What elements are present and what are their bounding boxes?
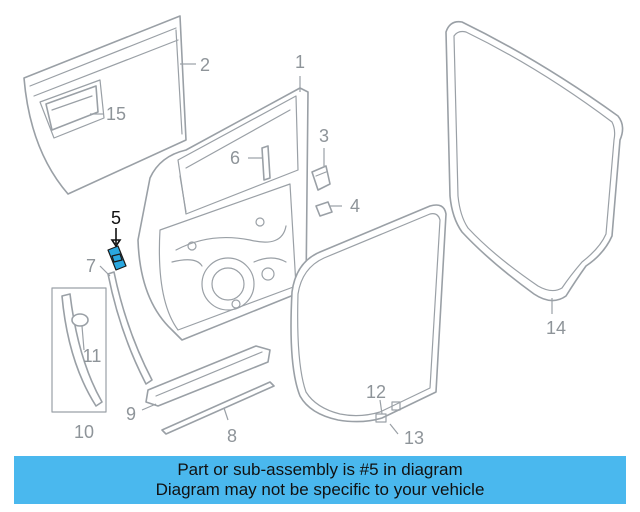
part-8-sill-strip [161,381,275,435]
callout-7: 7 [86,256,96,276]
callout-11: 11 [83,346,102,366]
part-9-sill-trim [145,345,271,407]
callout-labels: 1 2 3 4 5 6 7 8 9 10 11 12 13 14 15 [74,52,566,448]
part-4-clip [315,201,333,217]
part-15-armrest [45,85,99,131]
callout-9: 9 [126,404,136,424]
callout-4: 4 [350,196,360,216]
callout-14: 14 [546,318,566,338]
callout-13: 13 [404,428,424,448]
part-6-glass-channel [261,145,271,181]
callout-3: 3 [319,126,329,146]
callout-5: 5 [111,208,121,228]
callout-12: 12 [366,382,386,402]
banner-line-part-number: Part or sub-assembly is #5 in diagram [177,460,463,479]
part-3-bracket [311,165,331,191]
part-12-inner-seal [290,204,447,423]
callout-1: 1 [295,52,305,72]
banner-line-disclaimer: Diagram may not be specific to your vehi… [155,480,485,499]
part-7-pillar-strip [107,271,153,385]
part-5-highlighted-bracket [107,245,127,271]
callout-2: 2 [200,55,210,75]
info-banner: Part or sub-assembly is #5 in diagram Di… [14,456,626,504]
callout-10: 10 [74,422,94,442]
callout-8: 8 [227,426,237,446]
callout-15: 15 [106,104,126,124]
callout-6: 6 [230,148,240,168]
part-11-cap [71,313,89,327]
part-14-outer-seal [445,20,624,302]
part-2-door-trim-panel [23,15,187,195]
leader-lines [81,63,553,435]
parts-diagram: 1 2 3 4 5 6 7 8 9 10 11 12 13 14 15 [23,15,624,448]
